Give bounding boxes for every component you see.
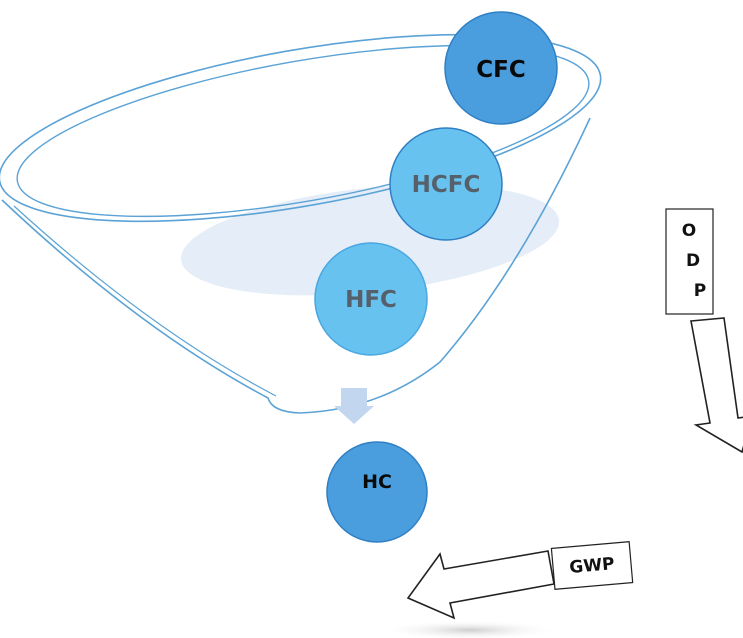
odp-box: O D P	[665, 208, 714, 315]
ball-hfc-circle	[314, 242, 428, 356]
ball-cfc: CFC	[444, 11, 558, 125]
ball-hcfc: HCFC	[389, 127, 503, 241]
ball-hcfc-circle	[389, 127, 503, 241]
odp-letter-d: D	[686, 251, 700, 271]
gwp-box: GWP	[550, 541, 634, 590]
odp-down-arrow	[690, 317, 743, 454]
ball-cfc-label: CFC	[476, 57, 525, 83]
odp-letter-o: O	[682, 221, 696, 241]
ball-hc-label: HC	[362, 471, 392, 493]
ball-cfc-circle	[444, 11, 558, 125]
odp-box-frame	[665, 208, 714, 315]
floor-shadow	[380, 620, 560, 638]
ball-hfc: HFC	[314, 242, 428, 356]
gwp-label: GWP	[569, 554, 616, 578]
funnel-body	[1, 117, 591, 414]
funnel-body-inner	[13, 205, 277, 397]
ball-hcfc-label: HCFC	[412, 172, 481, 198]
gwp-box-frame	[550, 541, 634, 590]
odp-letter-p: P	[694, 281, 706, 301]
funnel-rim-inner	[16, 44, 590, 218]
funnel-neck-marker	[334, 388, 374, 424]
gwp-left-arrow	[406, 550, 555, 620]
ball-hc-circle	[326, 441, 428, 543]
ball-hfc-label: HFC	[345, 287, 397, 313]
ball-hc: HC	[326, 441, 428, 543]
funnel-rim-outer	[0, 33, 602, 223]
